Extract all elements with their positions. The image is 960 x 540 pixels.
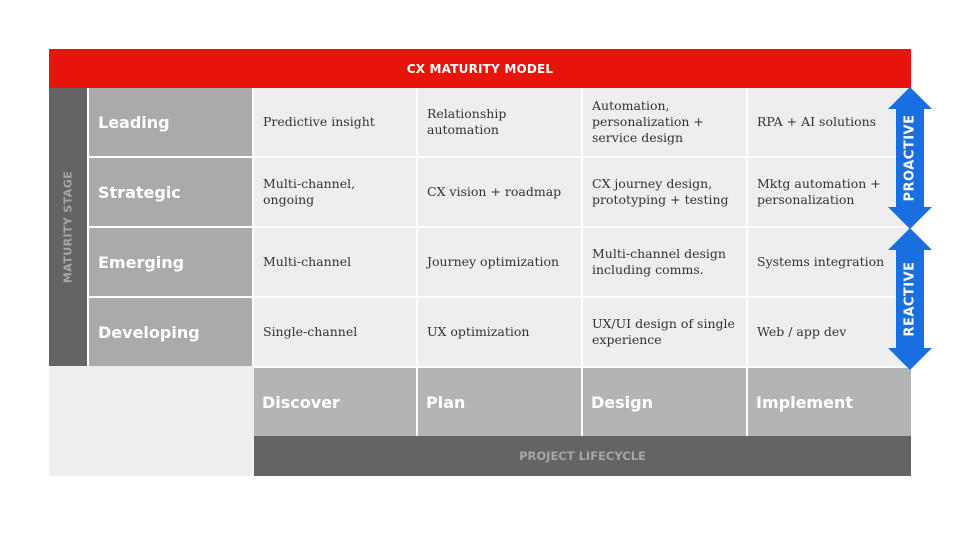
reactive-label: REACTIVE	[902, 261, 918, 337]
stage-developing: Developing	[87, 298, 254, 366]
corner-blank	[49, 366, 254, 476]
phase-plan: Plan	[418, 368, 583, 438]
cell-leading-discover: Predictive insight	[254, 88, 418, 158]
cell-developing-implement: Web / app dev	[748, 298, 911, 368]
stage-leading: Leading	[87, 88, 254, 158]
phase-implement: Implement	[748, 368, 911, 438]
cell-strategic-design: CX journey design, prototyping + testing	[583, 158, 748, 228]
cell-emerging-design: Multi-channel design including comms.	[583, 228, 748, 298]
cell-leading-design: Automation, personalization + service de…	[583, 88, 748, 158]
diagram-title: CX MATURITY MODEL	[49, 49, 911, 88]
stage-strategic: Strategic	[87, 158, 254, 228]
proactive-label: PROACTIVE	[902, 114, 918, 202]
reactive-double-arrow-icon: REACTIVE	[886, 228, 934, 370]
cell-leading-plan: Relationship automation	[418, 88, 583, 158]
phase-design: Design	[583, 368, 748, 438]
cell-developing-plan: UX optimization	[418, 298, 583, 368]
project-lifecycle-bar: PROJECT LIFECYCLE	[254, 436, 911, 476]
cell-emerging-plan: Journey optimization	[418, 228, 583, 298]
maturity-stage-axis: MATURITY STAGE	[49, 88, 87, 366]
stage-emerging: Emerging	[87, 228, 254, 298]
cell-leading-implement: RPA + AI solutions	[748, 88, 911, 158]
phase-discover: Discover	[254, 368, 418, 438]
cell-strategic-implement: Mktg automation + personalization	[748, 158, 911, 228]
maturity-stage-label: MATURITY STAGE	[61, 170, 75, 284]
cell-emerging-discover: Multi-channel	[254, 228, 418, 298]
cell-developing-design: UX/UI design of single experience	[583, 298, 748, 368]
proactive-double-arrow-icon: PROACTIVE	[886, 87, 934, 229]
cell-strategic-discover: Multi-channel, ongoing	[254, 158, 418, 228]
cell-strategic-plan: CX vision + roadmap	[418, 158, 583, 228]
cell-developing-discover: Single-channel	[254, 298, 418, 368]
cell-emerging-implement: Systems integration	[748, 228, 911, 298]
